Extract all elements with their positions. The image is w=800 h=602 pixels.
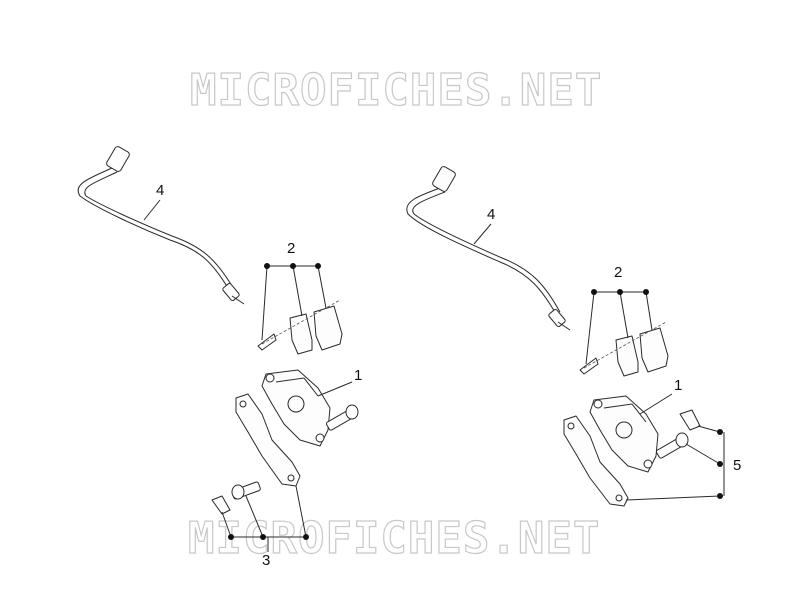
right-callout-pads: 2 bbox=[614, 264, 622, 281]
left-assembly: 4 2 1 bbox=[77, 146, 362, 569]
left-caliper bbox=[261, 369, 331, 447]
right-bracket-clip bbox=[679, 409, 701, 431]
right-callout-hose: 4 bbox=[487, 206, 495, 223]
right-caliper bbox=[589, 395, 659, 473]
right-adapter-bracket bbox=[563, 415, 629, 507]
right-caliper-bolt bbox=[655, 432, 689, 459]
left-callout-pads: 2 bbox=[287, 240, 295, 257]
right-brake-pads bbox=[579, 321, 669, 377]
left-mount-kit bbox=[211, 481, 261, 515]
left-callout-hose: 4 bbox=[156, 182, 164, 199]
left-caliper-bolt bbox=[325, 404, 359, 431]
right-assembly: 4 2 1 bbox=[406, 166, 741, 507]
left-callout-caliper: 1 bbox=[354, 367, 362, 384]
right-callout-mount-kit: 5 bbox=[733, 457, 741, 474]
watermark-top: MICROFICHES.NET bbox=[190, 65, 602, 116]
right-brake-hose bbox=[406, 166, 571, 331]
left-adapter-bracket bbox=[235, 393, 301, 487]
watermark-bottom: MICROFICHES.NET bbox=[188, 513, 600, 564]
right-callout-caliper: 1 bbox=[674, 377, 682, 394]
left-brake-pads bbox=[257, 299, 343, 355]
left-brake-hose bbox=[77, 146, 245, 305]
left-callout-mount-kit: 3 bbox=[262, 552, 270, 569]
